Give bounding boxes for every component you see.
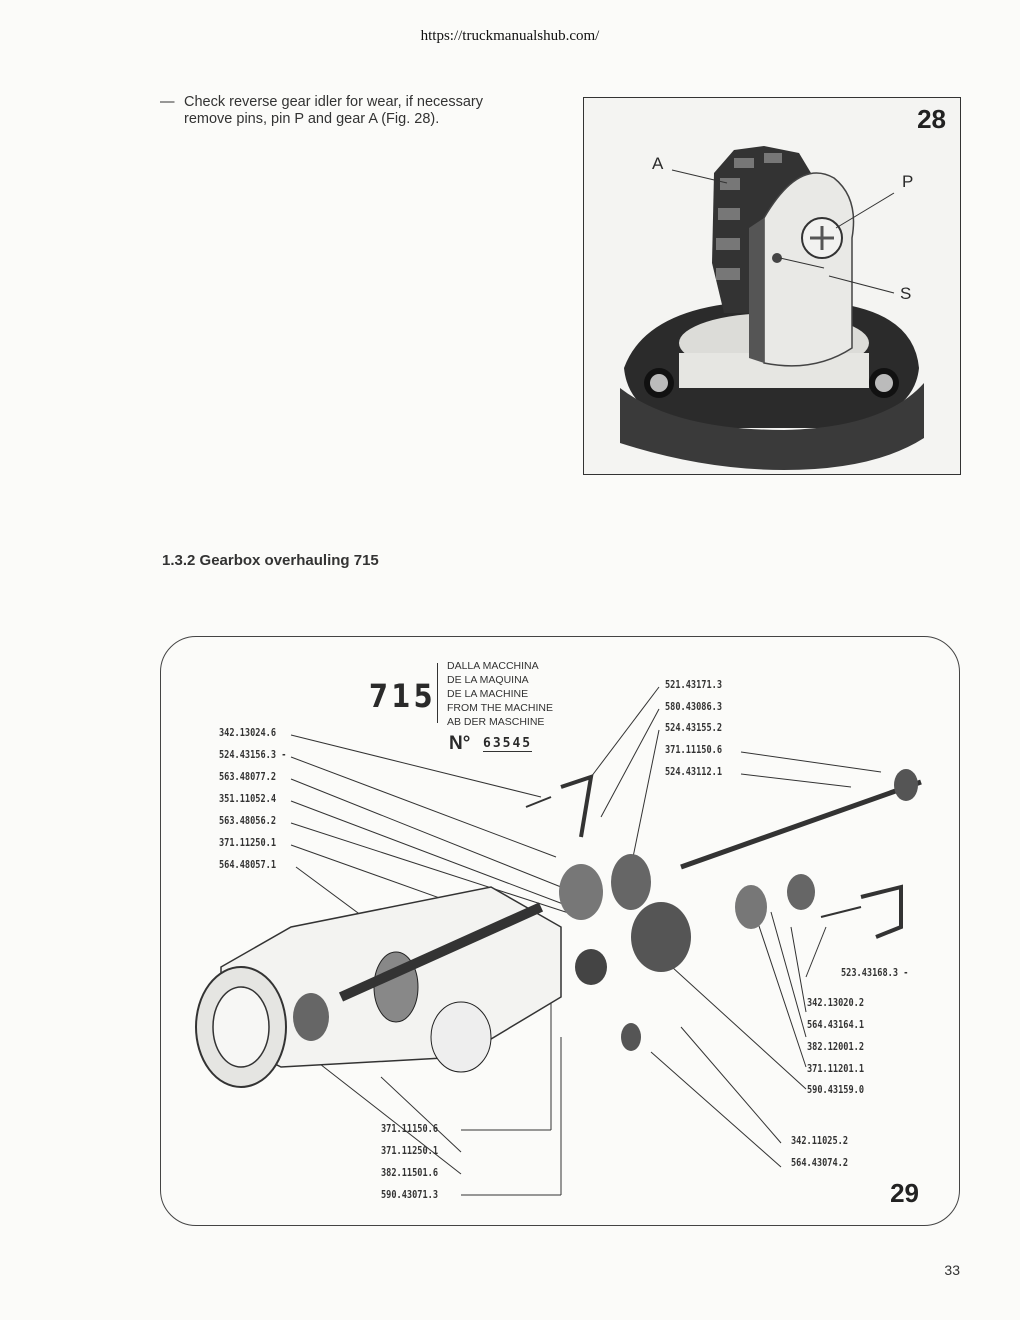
gearbox-exploded-view: [195, 686, 922, 1196]
part-number: 371.11150.6: [665, 744, 723, 756]
source-url[interactable]: https://truckmanualshub.com/: [420, 28, 600, 44]
machine-line: DE LA MACHINE: [447, 688, 529, 700]
label-pin-p: P: [902, 172, 914, 191]
part-number: 564.48057.1: [219, 859, 277, 871]
figure-29: 715 DALLA MACCHINA DE LA MAQUINA DE LA M…: [160, 636, 960, 1226]
part-number: 564.43074.2: [791, 1157, 849, 1169]
instruction-paragraph: — Check reverse gear idler for wear, if …: [160, 94, 560, 128]
page-number: 33: [944, 1262, 960, 1278]
part-number: 564.43164.1: [807, 1019, 865, 1031]
instruction-line-2: remove pins, pin P and gear A (Fig. 28).: [184, 111, 440, 127]
figure-28: 28 A P S: [583, 97, 961, 475]
figure-29-number: 29: [890, 1178, 919, 1208]
part-number: 563.48056.2: [219, 815, 277, 827]
reverse-idler-illustration: [620, 146, 924, 470]
machine-lines: DALLA MACCHINA DE LA MAQUINA DE LA MACHI…: [447, 659, 553, 729]
part-number: 563.48077.2: [219, 771, 277, 783]
part-number: 371.11250.1: [219, 837, 277, 849]
bracket-divider: [437, 663, 440, 723]
part-number: 351.11052.4: [219, 793, 277, 805]
machine-line: DE LA MAQUINA: [447, 674, 529, 686]
machine-line: FROM THE MACHINE: [447, 702, 553, 714]
serial-number: 63545: [483, 736, 533, 752]
part-number: 382.12001.2: [807, 1041, 865, 1053]
part-number: 590.43071.3: [381, 1189, 439, 1201]
part-number: 590.43159.0: [807, 1084, 865, 1096]
machine-line: AB DER MASCHINE: [447, 716, 545, 728]
part-number: 521.43171.3: [665, 679, 723, 691]
part-number: 342.13024.6: [219, 727, 277, 739]
part-number: 382.11501.6: [381, 1167, 439, 1179]
label-gear-a: A: [652, 154, 664, 173]
part-number: 523.43168.3 -: [841, 967, 909, 979]
label-s: S: [900, 284, 912, 303]
part-number: 342.13020.2: [807, 997, 865, 1009]
part-number: 524.43112.1: [665, 766, 723, 778]
section-heading: 1.3.2 Gearbox overhauling 715: [162, 552, 379, 569]
part-number: 342.11025.2: [791, 1135, 849, 1147]
part-number: 524.43155.2: [665, 722, 723, 734]
instruction-line-1: Check reverse gear idler for wear, if ne…: [184, 94, 483, 110]
model-number: 715: [369, 677, 436, 715]
figure-28-number: 28: [917, 104, 946, 134]
bullet-dash: —: [160, 94, 175, 110]
serial-prefix: N°: [449, 733, 471, 754]
part-number: 371.11201.1: [807, 1063, 865, 1075]
part-number: 580.43086.3: [665, 701, 723, 713]
part-number: 371.11150.6: [381, 1123, 439, 1135]
machine-line: DALLA MACCHINA: [447, 660, 539, 672]
part-number: 371.11250.1: [381, 1145, 439, 1157]
part-number: 524.43156.3 -: [219, 749, 287, 761]
